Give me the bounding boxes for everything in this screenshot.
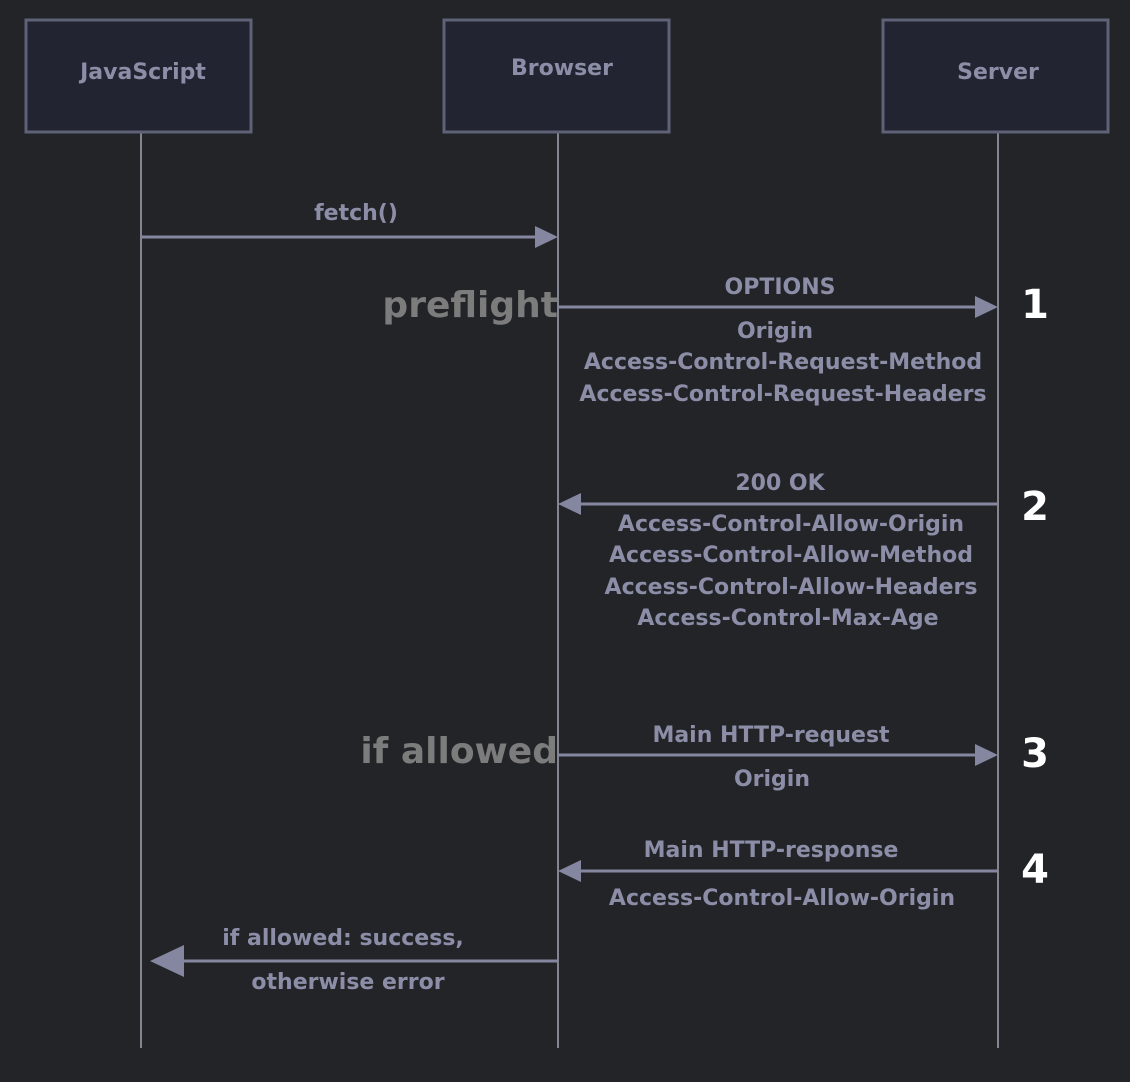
actor-javascript: JavaScript [24, 18, 253, 134]
message-result: if allowed: success, otherwise error [150, 926, 558, 995]
message-preflight-response-arrowhead [558, 493, 581, 515]
actor-server: Server [881, 18, 1110, 134]
message-main-request: if allowed Main HTTP-request Origin 3 [360, 723, 1049, 792]
message-preflight: preflight OPTIONS Origin Access-Control-… [382, 275, 1049, 407]
message-main-response: Main HTTP-response Access-Control-Allow-… [558, 838, 1049, 911]
message-main-request-label: Main HTTP-request [652, 723, 890, 748]
message-preflight-response-header-1: Access-Control-Allow-Origin [618, 512, 964, 537]
message-preflight-header-1: Origin [737, 319, 813, 344]
message-result-label: if allowed: success, [222, 926, 464, 951]
actor-browser: Browser [442, 18, 671, 134]
message-main-response-arrowhead [558, 860, 581, 882]
step-number-2: 2 [1021, 484, 1049, 530]
message-fetch: fetch() [141, 201, 558, 248]
message-main-response-header-1: Access-Control-Allow-Origin [609, 886, 955, 911]
message-main-request-header-1: Origin [734, 767, 810, 792]
actor-server-label: Server [957, 60, 1039, 85]
message-preflight-label: OPTIONS [725, 275, 836, 300]
actor-browser-label: Browser [511, 56, 613, 81]
message-main-request-arrowhead [975, 744, 998, 766]
step-number-3: 3 [1021, 731, 1049, 777]
if-allowed-side-label: if allowed [360, 731, 558, 772]
message-main-response-label: Main HTTP-response [644, 838, 899, 863]
actor-server-box [881, 18, 1110, 134]
message-preflight-response-header-4: Access-Control-Max-Age [637, 606, 938, 631]
actor-javascript-box [24, 18, 253, 134]
message-preflight-response-label: 200 OK [735, 471, 825, 496]
message-preflight-response-header-3: Access-Control-Allow-Headers [605, 575, 978, 600]
message-fetch-label: fetch() [314, 201, 398, 226]
message-preflight-response-header-2: Access-Control-Allow-Method [609, 543, 973, 568]
message-preflight-header-3: Access-Control-Request-Headers [579, 382, 986, 407]
step-number-1: 1 [1021, 282, 1049, 328]
step-number-4: 4 [1021, 847, 1049, 893]
preflight-side-label: preflight [382, 285, 558, 326]
message-fetch-arrowhead [535, 226, 558, 248]
message-preflight-header-2: Access-Control-Request-Method [584, 350, 982, 375]
message-preflight-response: 200 OK Access-Control-Allow-Origin Acces… [558, 471, 1049, 631]
actor-javascript-label: JavaScript [78, 60, 206, 85]
message-result-sublabel: otherwise error [251, 970, 444, 995]
message-result-arrowhead [150, 945, 184, 977]
message-preflight-arrowhead [975, 296, 998, 318]
actor-browser-box [442, 18, 671, 134]
